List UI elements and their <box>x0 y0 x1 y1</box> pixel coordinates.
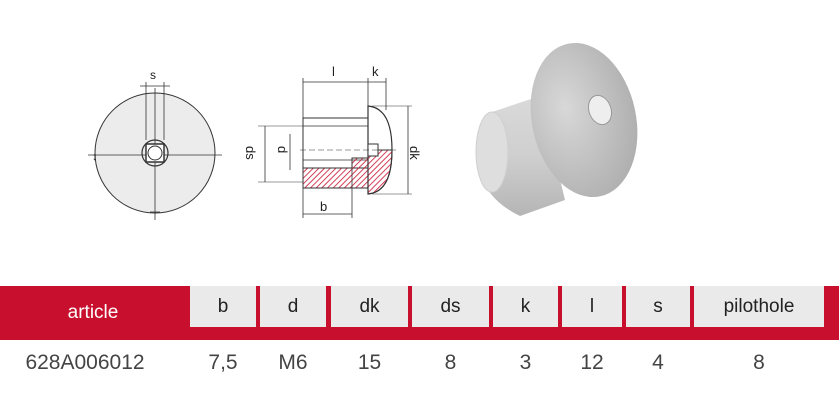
header-s: s <box>626 286 690 327</box>
cell-pilothole: 8 <box>753 351 765 374</box>
header-ds: ds <box>412 286 489 327</box>
cell-b: 7,5 <box>208 351 238 374</box>
cell-l: 12 <box>580 351 604 374</box>
header-l: l <box>562 286 622 327</box>
dim-label-k: k <box>372 64 379 79</box>
part-render-3d <box>475 42 638 216</box>
cell-ds: 8 <box>444 351 457 374</box>
dim-label-l: l <box>332 64 335 79</box>
cell-d: M6 <box>278 351 308 374</box>
dim-label-dk: dk <box>407 146 422 160</box>
header-b: b <box>190 286 256 327</box>
technical-drawing-svg: s ↕ l k ds d dk <box>88 42 638 220</box>
header-article: article <box>0 286 186 340</box>
dim-label-ds: ds <box>243 146 258 160</box>
cell-article: 628A006012 <box>25 351 145 374</box>
dim-label-b: b <box>320 199 327 214</box>
header-d: d <box>260 286 326 327</box>
dim-label-d: d <box>275 146 290 153</box>
section-view: l k ds d dk b <box>243 64 422 218</box>
spec-table: article b d dk ds k l s pilothole 628A00… <box>0 286 839 405</box>
front-view: s ↕ <box>88 68 222 220</box>
cell-k: 3 <box>519 351 532 374</box>
header-k: k <box>493 286 558 327</box>
cell-s: 4 <box>652 351 664 374</box>
dim-marker-left: ↕ <box>92 151 98 163</box>
header-pilothole: pilothole <box>694 286 824 327</box>
technical-drawing: s ↕ l k ds d dk <box>88 42 638 220</box>
dim-label-s: s <box>150 68 156 82</box>
header-dk: dk <box>331 286 408 327</box>
cell-dk: 15 <box>357 351 382 374</box>
